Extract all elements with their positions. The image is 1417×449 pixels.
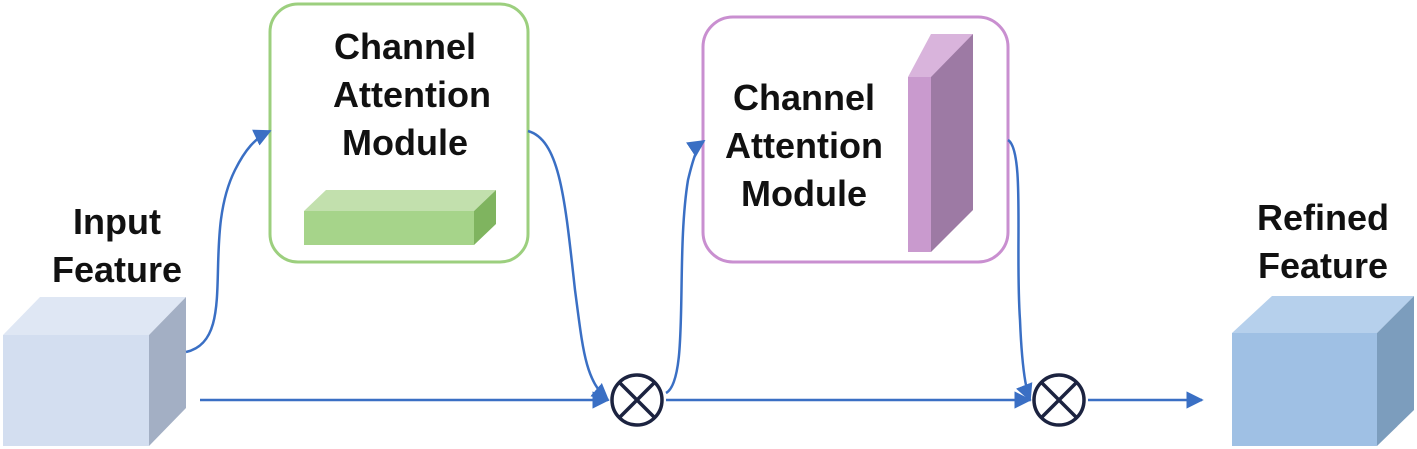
- module-1-label-line2: Attention: [333, 74, 491, 115]
- circled-times-icon: [1032, 373, 1086, 427]
- module-1-to-multiply-arrow: [527, 129, 610, 402]
- refined-feature-cube: [1232, 296, 1414, 446]
- circled-times-icon: [610, 373, 664, 427]
- refined-feature-label-line1: Refined: [1257, 197, 1389, 238]
- module-1-label-line3: Module: [342, 122, 468, 163]
- module-2-label-line2: Attention: [725, 125, 883, 166]
- channel-attention-vector-icon: [304, 190, 496, 245]
- input-to-module-1-arrow: [185, 129, 272, 354]
- input-feature-label-line2: Feature: [52, 249, 182, 290]
- refined-feature-label-line2: Feature: [1258, 245, 1388, 286]
- module-2-to-multiply-arrow: [1007, 138, 1033, 402]
- module-2-label-line3: Module: [741, 173, 867, 214]
- input-feature-label-line1: Input: [73, 201, 161, 242]
- multiply-to-module-2-arrow: [665, 139, 706, 395]
- input-feature-cube: [3, 297, 186, 446]
- attention-map-slab-icon: [908, 34, 973, 252]
- module-2-label-line1: Channel: [733, 77, 875, 118]
- module-1-label-line1: Channel: [334, 26, 476, 67]
